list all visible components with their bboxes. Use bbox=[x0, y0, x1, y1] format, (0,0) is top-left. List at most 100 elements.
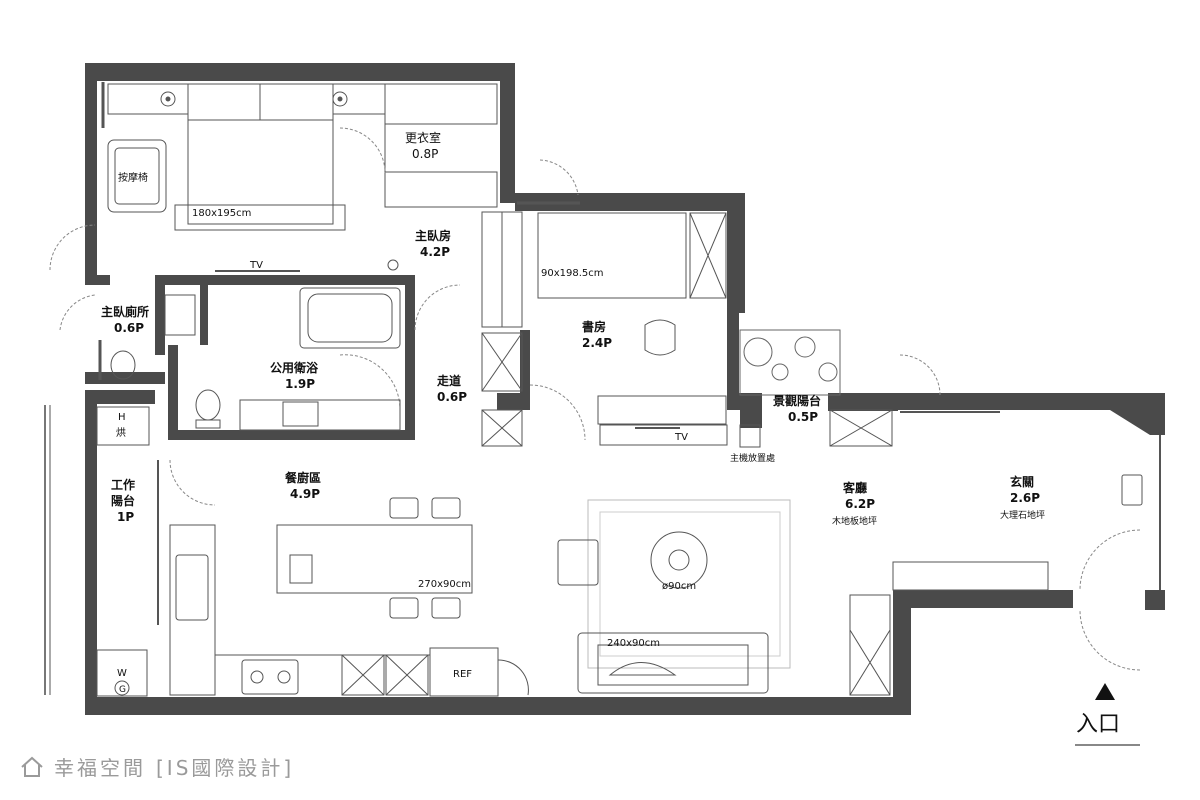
wall-entrance-right-bottom bbox=[1145, 590, 1165, 610]
stool-1 bbox=[389, 497, 419, 519]
living-room-note: 木地板地坪 bbox=[832, 515, 877, 527]
study-bed bbox=[537, 212, 687, 299]
corridor-cabinet-3-x2 bbox=[481, 409, 523, 447]
balcony-cabinet-x2 bbox=[829, 409, 893, 447]
wall-mid-top bbox=[828, 393, 898, 411]
toilet-public-tank bbox=[195, 419, 221, 429]
door-study bbox=[529, 384, 586, 441]
washer-label: W bbox=[117, 668, 127, 679]
wall-master-bath-bottom bbox=[85, 372, 165, 384]
entrance-shoe-x2 bbox=[849, 629, 891, 696]
sofa-cushion bbox=[608, 662, 677, 676]
wall-tv-block bbox=[740, 408, 762, 428]
fridge-label: REF bbox=[453, 669, 472, 680]
plant-3-icon bbox=[818, 362, 838, 382]
outer-walls bbox=[85, 63, 1165, 715]
living-rug-inner bbox=[599, 511, 781, 657]
massage-chair-label: 按摩椅 bbox=[118, 171, 148, 184]
wall-bath-divider bbox=[200, 285, 208, 345]
wall-right-master bbox=[500, 63, 515, 203]
kitchen-cabinet-1 bbox=[341, 654, 385, 696]
bed-rug bbox=[174, 204, 346, 231]
closet-bottom-shelf bbox=[384, 171, 498, 208]
door-public-bath bbox=[339, 354, 401, 411]
massage-chair bbox=[107, 139, 167, 213]
study-name: 書房 bbox=[582, 319, 606, 334]
study-lower-cabinet bbox=[599, 424, 728, 446]
door-entry bbox=[1079, 529, 1141, 591]
house-logo-icon bbox=[21, 756, 43, 777]
plant-icon bbox=[387, 259, 399, 271]
fridge bbox=[429, 647, 499, 697]
kitchen-cabinet-1-x2 bbox=[341, 654, 385, 696]
living-rug-outer bbox=[587, 499, 791, 669]
bathtub bbox=[299, 287, 401, 349]
dining-kitchen-area: 4.9P bbox=[290, 487, 320, 501]
tv-master-label: TV bbox=[249, 260, 263, 271]
master-bedroom-furniture bbox=[101, 82, 498, 272]
kitchen-furniture bbox=[169, 497, 529, 697]
wall-left-bottom bbox=[85, 390, 97, 715]
massage-chair-inner bbox=[114, 147, 160, 205]
wall-study-right bbox=[727, 193, 745, 313]
watermark-designer: [IS國際設計] bbox=[156, 756, 295, 780]
door-master-left bbox=[49, 224, 96, 271]
wall-bath-left bbox=[168, 345, 178, 440]
balcony-right-cabinet bbox=[829, 409, 893, 447]
wall-balcony-left bbox=[727, 313, 739, 408]
wall-bath-bottom bbox=[168, 430, 415, 440]
coffee-table-icon bbox=[650, 531, 708, 589]
study-area: 2.4P bbox=[582, 336, 612, 350]
closet-shelf bbox=[384, 83, 498, 125]
labels: 更衣室 0.8P 按摩椅 180x195cm 主臥房 4.2P TV 90x19… bbox=[101, 130, 1045, 695]
wall-master-bath-top bbox=[85, 275, 110, 285]
public-bath-area: 1.9P bbox=[285, 377, 315, 391]
wall-bottom bbox=[85, 697, 911, 715]
burner-2-icon bbox=[277, 670, 291, 684]
entrance-name: 玄關 bbox=[1010, 474, 1034, 489]
sink-master bbox=[164, 294, 196, 336]
stool-2 bbox=[431, 497, 461, 519]
lamp-right-icon bbox=[332, 91, 348, 107]
master-bath-area: 0.6P bbox=[114, 321, 144, 335]
table-diameter-label: ø90cm bbox=[662, 581, 696, 592]
plant-2-icon bbox=[794, 336, 816, 358]
burner-1-icon bbox=[250, 670, 264, 684]
entrance-note: 大理石地坪 bbox=[1000, 509, 1045, 521]
sofa-inner bbox=[597, 644, 749, 686]
toilet-master-icon bbox=[110, 350, 136, 380]
living-room-name: 客廳 bbox=[842, 480, 867, 495]
closet-name: 更衣室 bbox=[405, 130, 441, 145]
gas-label: G bbox=[119, 685, 126, 695]
living-furniture bbox=[557, 411, 1161, 696]
work-balcony-name-1: 工作 bbox=[111, 477, 135, 492]
wall-study-bottom-right bbox=[727, 393, 762, 410]
public-bath-fixtures bbox=[98, 287, 401, 431]
dryer-text: 烘 bbox=[116, 427, 126, 439]
kitchen-sink bbox=[175, 554, 209, 621]
coffee-table-inner-icon bbox=[668, 549, 690, 571]
study-tv-cabinet bbox=[597, 395, 727, 425]
stove bbox=[241, 659, 299, 695]
sofa bbox=[577, 632, 769, 694]
sink-public bbox=[282, 401, 319, 427]
washer-box bbox=[96, 649, 148, 697]
dryer-box bbox=[96, 406, 150, 446]
wall-entrance-bottom bbox=[893, 590, 1073, 608]
wall-study-bottom-left bbox=[497, 393, 530, 410]
kitchen-cabinet-2-x2 bbox=[385, 654, 429, 696]
corridor-cabinet-2 bbox=[481, 332, 523, 392]
kitchen-counter-left bbox=[169, 524, 216, 696]
dryer-label: H bbox=[118, 412, 126, 423]
balcony-outline bbox=[739, 329, 841, 396]
toilet-public-icon bbox=[195, 389, 221, 421]
island-size-label: 270x90cm bbox=[418, 579, 471, 590]
study-desk bbox=[689, 212, 727, 299]
entry-label: 入口 bbox=[1076, 712, 1121, 737]
gas-heater-icon bbox=[114, 680, 130, 696]
stool-4 bbox=[431, 597, 461, 619]
work-balcony bbox=[44, 405, 159, 697]
study-desk-x2 bbox=[689, 212, 727, 299]
stool-3 bbox=[389, 597, 419, 619]
